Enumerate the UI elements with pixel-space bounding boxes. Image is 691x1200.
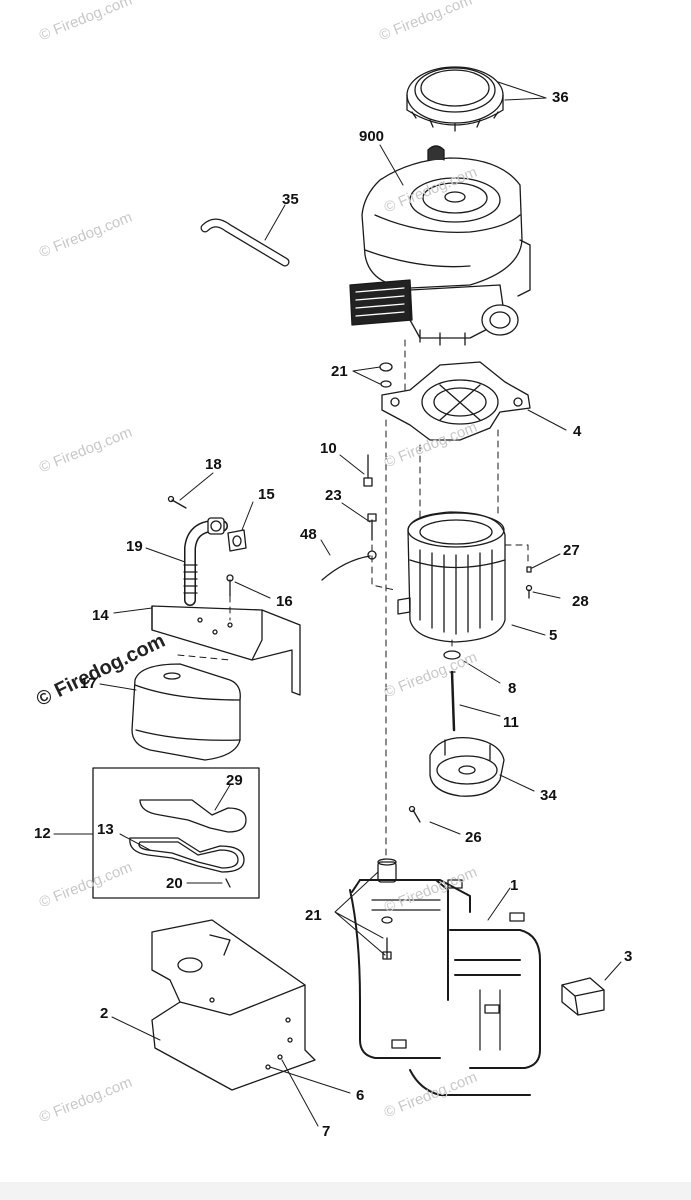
part-1-frame (349, 879, 541, 1096)
part-14-bracket (151, 605, 301, 696)
kit-12-box (92, 767, 260, 899)
part-11-long-bolt (449, 670, 456, 732)
callout-14: 14 (92, 607, 109, 624)
callout-27: 27 (563, 542, 580, 559)
callout-36: 36 (552, 89, 569, 106)
callout-20: 20 (166, 875, 183, 892)
callout-21: 21 (331, 363, 348, 380)
callout-28: 28 (572, 593, 589, 610)
callout-8: 8 (508, 680, 517, 697)
part-10-bolt (363, 454, 373, 487)
callout-6: 6 (356, 1087, 365, 1104)
callout-1: 1 (510, 877, 519, 894)
callout-48: 48 (300, 526, 317, 543)
callout-10: 10 (320, 440, 337, 457)
part-3-foot (561, 977, 605, 1016)
callout-18: 18 (205, 456, 222, 473)
part-18-screw (167, 495, 187, 509)
part-27-28-fasteners (525, 566, 533, 599)
callout-7: 7 (322, 1123, 331, 1140)
part-5-stator (397, 511, 506, 643)
callout-11: 11 (503, 714, 519, 731)
assembly-lines (177, 339, 529, 861)
callout-3: 3 (624, 948, 633, 965)
callout-34: 34 (540, 787, 557, 804)
part-4-mounting-plate (381, 361, 531, 441)
callout-26: 26 (465, 829, 482, 846)
part-34-fan-cover (429, 736, 505, 797)
part-15-gasket (227, 529, 247, 552)
part-21-washer-top (379, 362, 393, 388)
callout-29: 29 (226, 772, 243, 789)
callout-2: 2 (100, 1005, 109, 1022)
callout-16: 16 (276, 593, 293, 610)
part-36-air-filter-ring (406, 66, 504, 132)
part-16-screw (226, 574, 234, 597)
part-21-mount-lower (377, 858, 397, 960)
callout-23: 23 (325, 487, 342, 504)
callout-15: 15 (258, 486, 275, 503)
callout-900: 900 (359, 128, 385, 145)
leader-lines (53, 81, 622, 1127)
part-900-engine (349, 145, 531, 346)
part-35-hose (200, 218, 290, 267)
callout-12: 12 (34, 825, 51, 842)
callout-19: 19 (126, 538, 143, 555)
callout-4: 4 (573, 423, 582, 440)
callout-17: 17 (80, 675, 97, 692)
callout-21-lower: 21 (305, 907, 322, 924)
part-26-screw (408, 805, 421, 823)
callout-35: 35 (282, 191, 299, 208)
bottom-strip (0, 1182, 691, 1200)
part-17-muffler (131, 663, 241, 761)
part-19-exhaust-pipe (183, 517, 228, 606)
part-8-washer (443, 650, 461, 660)
part-2-heat-shield (151, 919, 316, 1091)
callout-5: 5 (549, 627, 558, 644)
callout-13: 13 (97, 821, 114, 838)
part-23-screw (367, 513, 377, 541)
